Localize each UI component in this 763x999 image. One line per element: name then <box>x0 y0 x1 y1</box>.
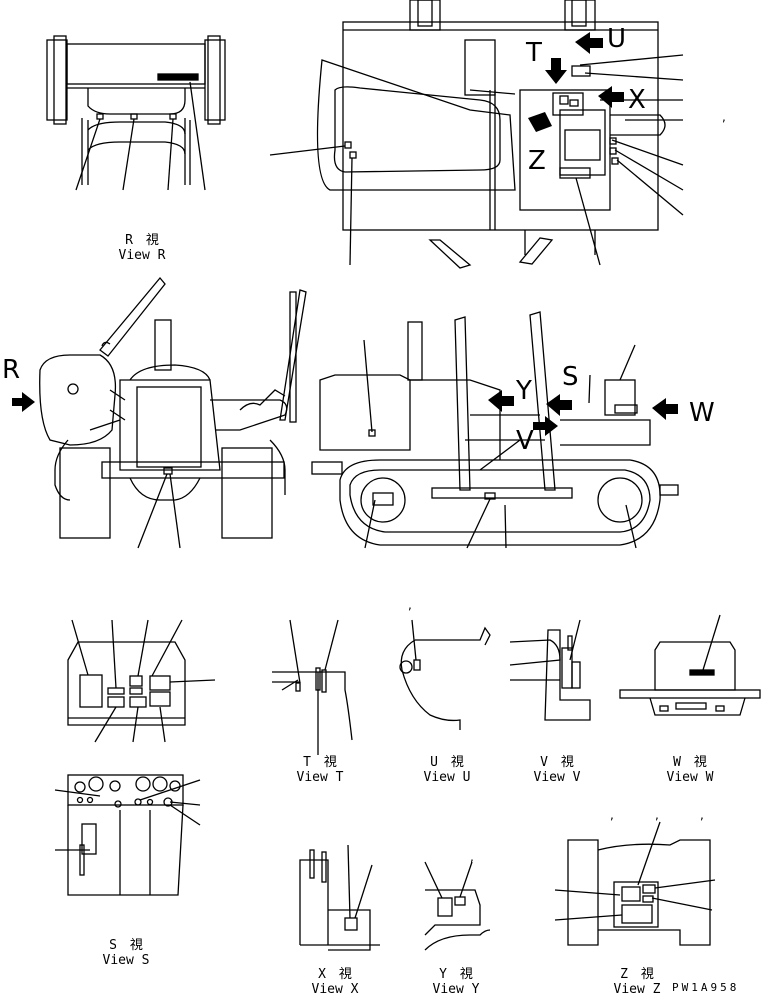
view-x-jp: X 視 <box>318 967 352 982</box>
arrow-label-y: Y <box>516 376 532 406</box>
view-x-caption: X 視 View X <box>305 967 365 997</box>
arrow-label-t: T <box>526 38 542 68</box>
view-v-jp: V 視 <box>540 755 574 770</box>
view-v-drawing <box>509 619 591 721</box>
view-u-caption: U 視 View U <box>417 755 477 785</box>
view-u-jp: U 視 <box>430 755 464 770</box>
view-r-drawing <box>46 35 226 191</box>
arrow-label-w: W <box>689 398 715 428</box>
view-t-caption: T 視 View T <box>290 755 350 785</box>
arrow-label-s: S <box>562 362 579 392</box>
comma-mark: , <box>470 850 474 864</box>
view-z-en: View Z <box>613 982 661 997</box>
view-z-drawing <box>554 821 716 946</box>
view-y-jp: Y 視 <box>439 967 473 982</box>
drawing-code: PW1A958 <box>672 981 740 994</box>
comma-mark: , <box>610 808 614 822</box>
view-u-drawing <box>399 619 491 730</box>
view-r-caption: R 視 View R <box>112 233 172 263</box>
view-s-jp: S 視 <box>109 938 143 953</box>
view-s-caption: S 視 View S <box>96 938 156 968</box>
arrow-label-r: R <box>2 355 21 385</box>
view-r-jp: R 視 <box>125 233 159 248</box>
comma-mark: , <box>655 808 659 822</box>
view-x-en: View X <box>311 982 359 997</box>
side-view-drawing <box>12 276 307 549</box>
view-t-en: View T <box>296 770 344 785</box>
rear-view-drawing <box>269 0 684 269</box>
view-w-en: View W <box>666 770 714 785</box>
arrow-label-v: V <box>516 426 534 456</box>
arrow-label-z: Z <box>528 146 546 176</box>
view-r-en: View R <box>118 248 166 263</box>
view-t-drawing <box>272 619 353 755</box>
view-w-jp: W 視 <box>673 755 707 770</box>
view-z-jp: Z 視 <box>620 967 654 982</box>
view-y-caption: Y 視 View Y <box>426 967 486 997</box>
detail-panel-1 <box>67 619 216 743</box>
comma-mark: , <box>722 110 726 124</box>
view-z-caption: Z 視 View Z <box>607 967 667 997</box>
comma-mark: , <box>408 598 412 612</box>
view-y-drawing <box>424 861 491 951</box>
view-x-drawing <box>299 844 380 951</box>
view-s-en: View S <box>102 953 150 968</box>
view-v-en: View V <box>533 770 581 785</box>
comma-mark: , <box>700 808 704 822</box>
view-t-jp: T 視 <box>303 755 337 770</box>
view-s-drawing <box>54 774 201 896</box>
view-y-en: View Y <box>432 982 480 997</box>
view-u-en: View U <box>423 770 471 785</box>
tracked-side-view <box>311 311 679 549</box>
arrow-label-u: U <box>607 24 627 54</box>
view-v-caption: V 視 View V <box>527 755 587 785</box>
view-w-drawing <box>619 614 761 716</box>
arrow-label-x: X <box>628 85 646 115</box>
view-w-caption: W 視 View W <box>660 755 720 785</box>
